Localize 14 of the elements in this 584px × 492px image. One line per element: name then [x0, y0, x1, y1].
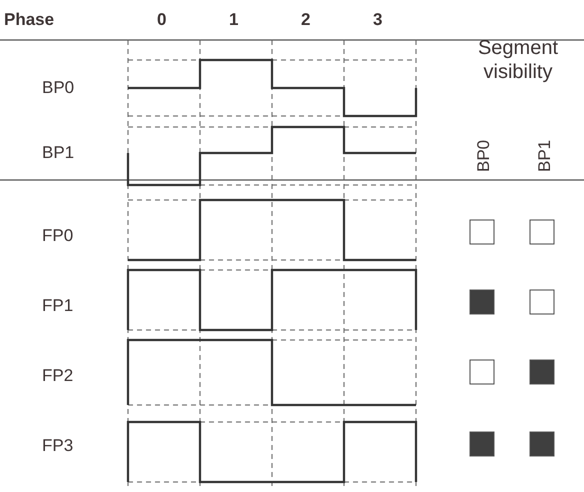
column-header: Phase	[4, 10, 54, 30]
heading: Segment visibility	[476, 36, 560, 84]
signal-name: FP0	[42, 226, 74, 246]
column-header: BP0	[474, 140, 494, 172]
signal-name: FP3	[42, 436, 74, 456]
column-header: BP1	[535, 140, 555, 172]
signal-name: BP0	[42, 78, 74, 98]
signal-name: FP2	[42, 366, 74, 386]
signal-name: FP1	[42, 296, 74, 316]
phase-number: 0	[157, 10, 166, 30]
signal-name: BP1	[42, 143, 74, 163]
phase-number: 1	[229, 10, 238, 30]
phase-number: 3	[373, 10, 382, 30]
phase-number: 2	[301, 10, 310, 30]
